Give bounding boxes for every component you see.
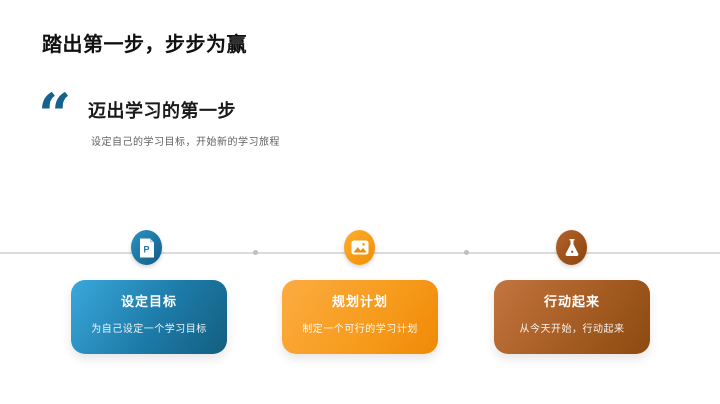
timeline-dot [464,250,469,255]
step-card-title: 行动起来 [543,294,600,309]
ppt-file-icon-glyph: P [139,238,154,257]
ppt-file-letter: P [143,244,149,254]
quote-subtitle: 设定自己的学习目标，开始新的学习旅程 [91,137,280,148]
timeline-dot [253,250,258,255]
image-icon-glyph [351,240,368,255]
slide-title: 踏出第一步，步步为赢 [42,34,247,56]
flask-icon [556,230,587,265]
step-card-title: 设定目标 [120,294,177,309]
quote-heading: 迈出学习的第一步 [88,101,236,121]
step-card-action: 行动起来 从今天开始，行动起来 [494,280,650,354]
ppt-file-icon: P [131,230,162,265]
step-card-plan: 规划计划 制定一个可行的学习计划 [282,280,438,354]
quote-icon: “ [38,81,72,149]
image-icon [344,230,375,265]
step-card-goal: 设定目标 为自己设定一个学习目标 [71,280,227,354]
step-card-description: 从今天开始，行动起来 [519,324,625,335]
step-card-description: 为自己设定一个学习目标 [91,324,207,335]
step-card-description: 制定一个可行的学习计划 [302,324,418,335]
step-card-title: 规划计划 [331,294,388,309]
flask-icon-glyph [565,238,578,256]
